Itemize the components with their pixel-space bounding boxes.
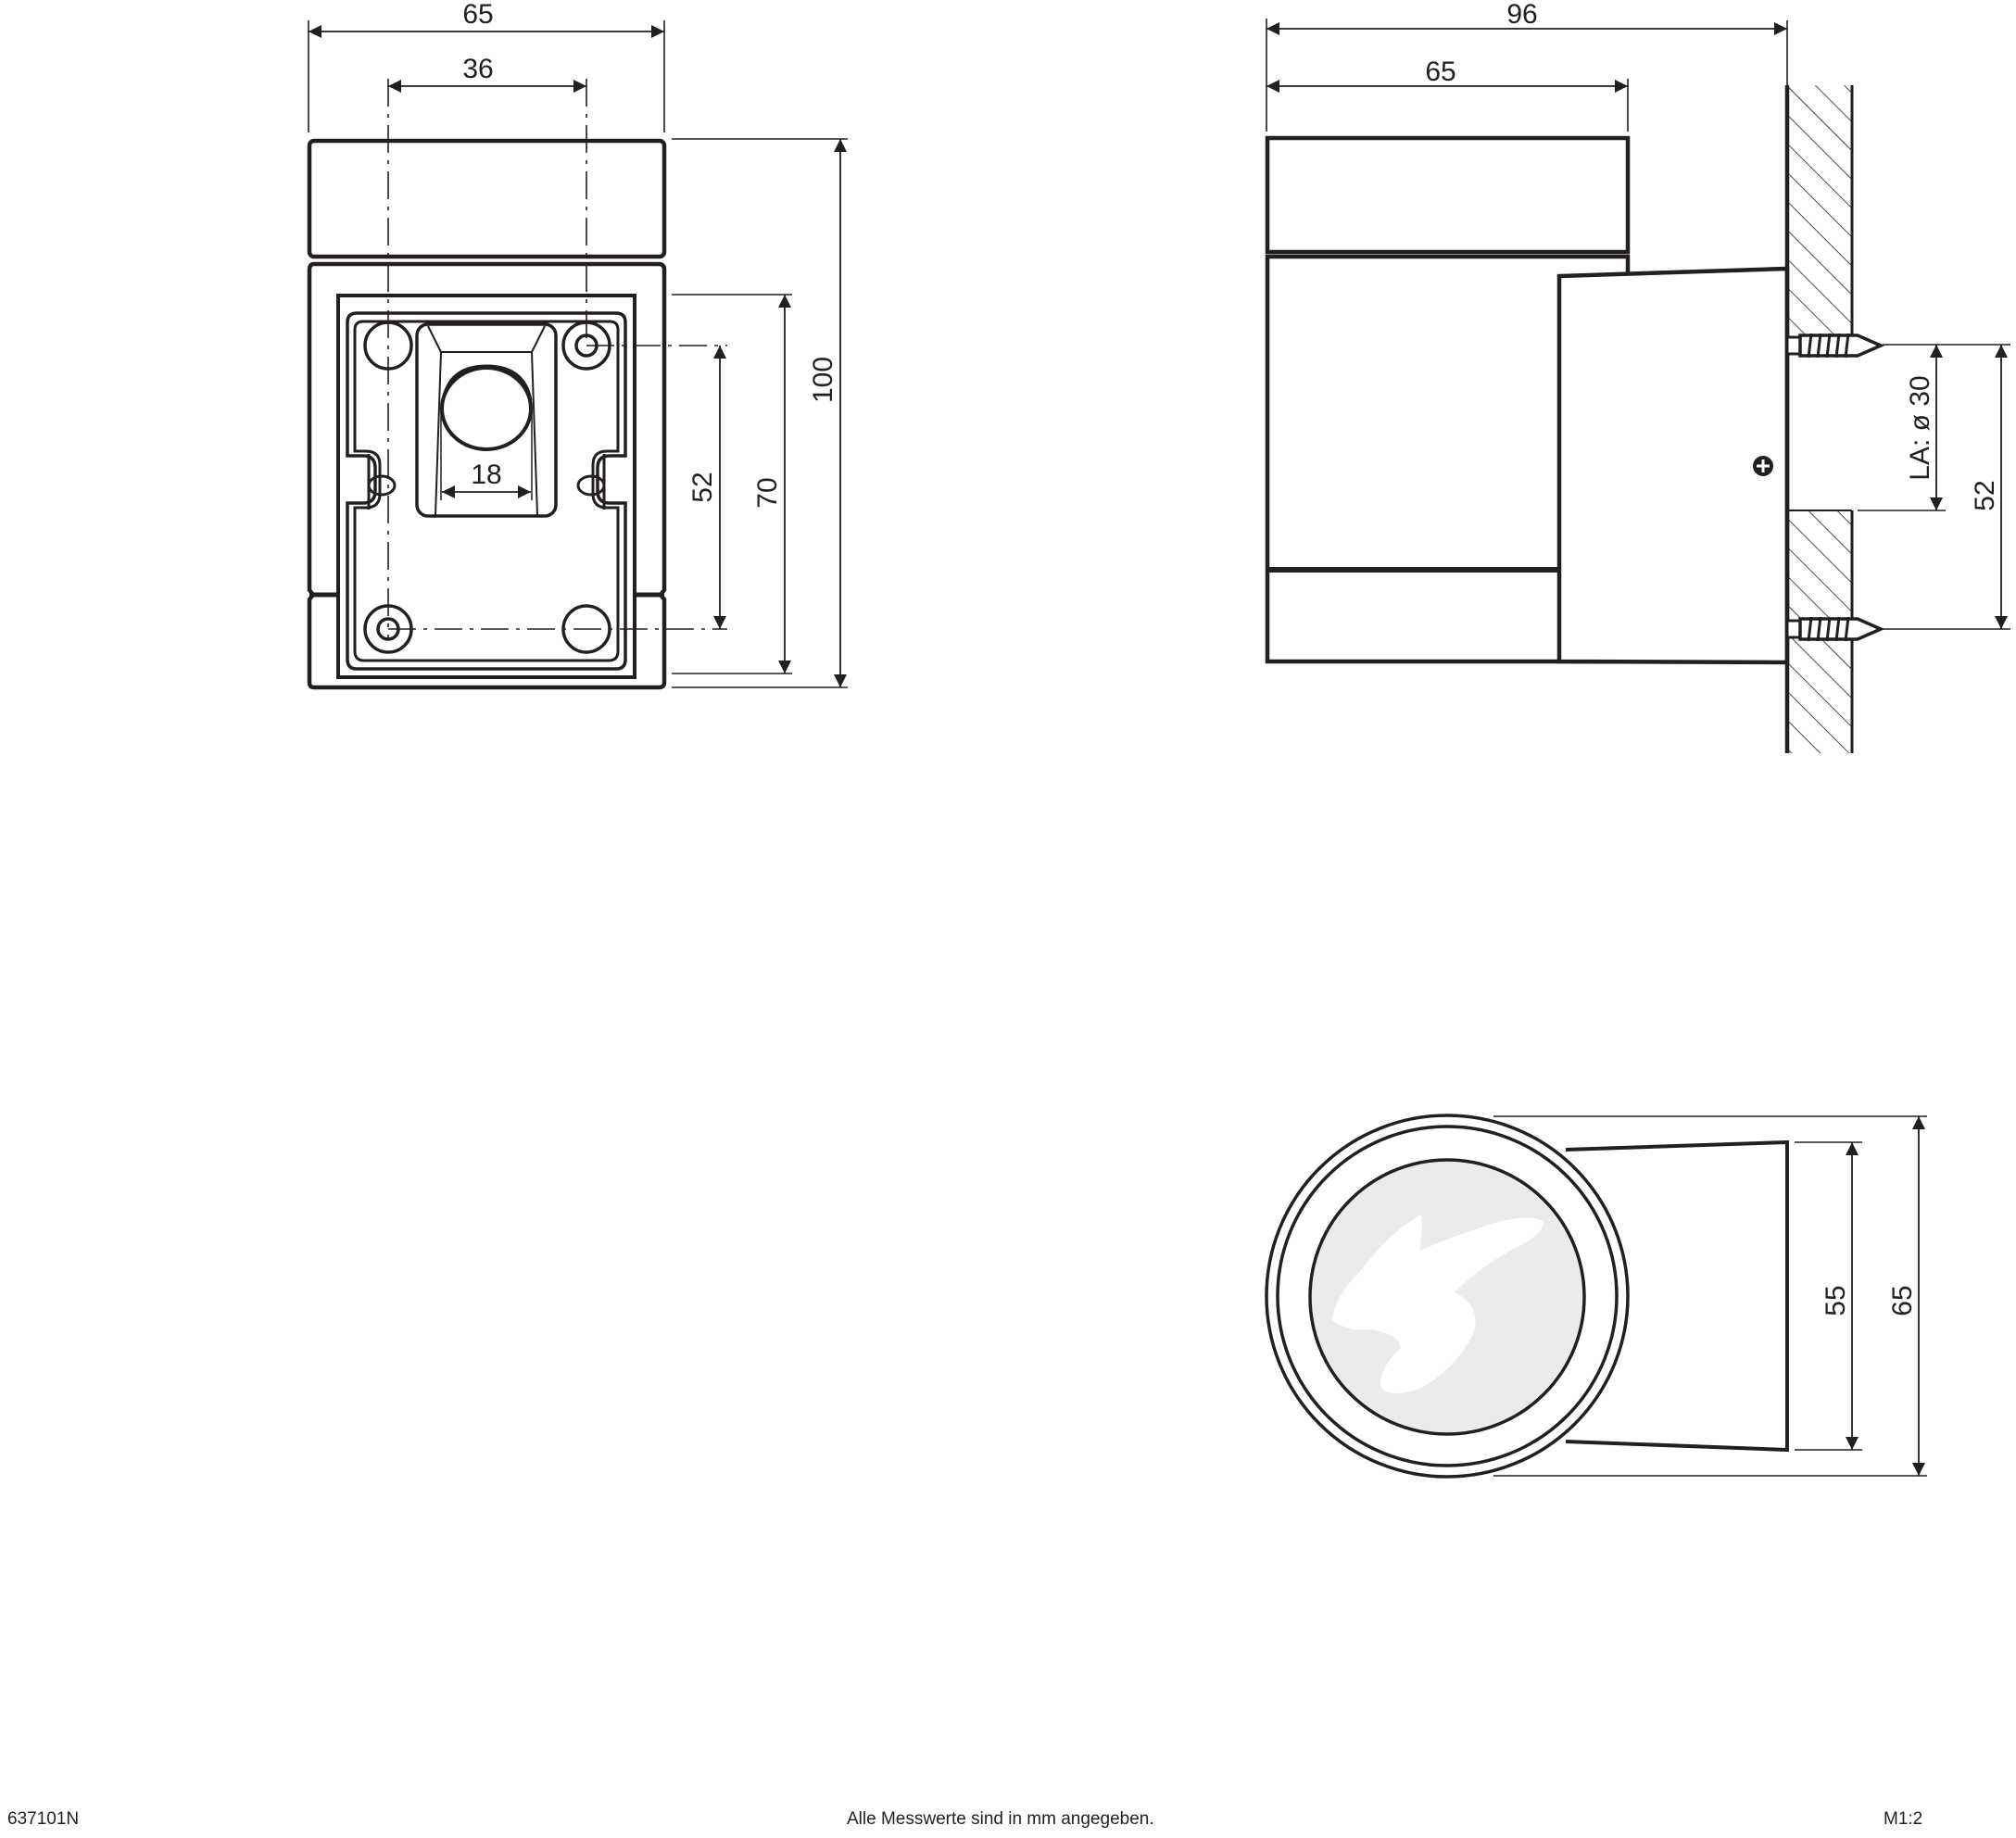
wall-screw-bottom — [1785, 616, 1885, 642]
dim-hole-spacing-vertical: 52 — [687, 472, 718, 502]
dim-hole-spacing: 52 — [1970, 480, 2000, 510]
wall-screw-top — [1785, 333, 1885, 359]
article-number: 637101N — [7, 1809, 80, 1829]
front-view-labels: 65 36 18 52 70 100 — [462, 0, 838, 509]
dim-overall-diameter: 65 — [1887, 1285, 1918, 1316]
bottom-view — [1265, 1114, 1927, 1479]
dim-overall-width: 65 — [462, 0, 493, 30]
dim-cable-entry: LA: ø 30 — [1905, 375, 1935, 480]
dim-mount-width: 55 — [1821, 1285, 1851, 1316]
measurement-note: Alle Messwerte sind in mm angegeben. — [847, 1809, 1154, 1829]
side-view — [1265, 19, 2010, 753]
side-view-labels: 96 65 LA: ø 30 52 — [1425, 0, 2000, 511]
scale-label: M1:2 — [1884, 1809, 1923, 1829]
dim-overall-depth: 96 — [1506, 0, 1537, 30]
dim-cable-opening: 18 — [471, 460, 501, 490]
front-view — [307, 20, 848, 690]
bottom-view-labels: 55 65 — [1821, 1285, 1918, 1316]
dim-plate-height: 70 — [752, 477, 783, 508]
dim-hole-spacing-horizontal: 36 — [462, 54, 493, 84]
dim-head-depth: 65 — [1425, 57, 1455, 87]
dim-overall-height: 100 — [808, 357, 838, 403]
phillips-screw-icon — [1753, 456, 1773, 476]
lens-reflection — [1332, 1215, 1544, 1393]
